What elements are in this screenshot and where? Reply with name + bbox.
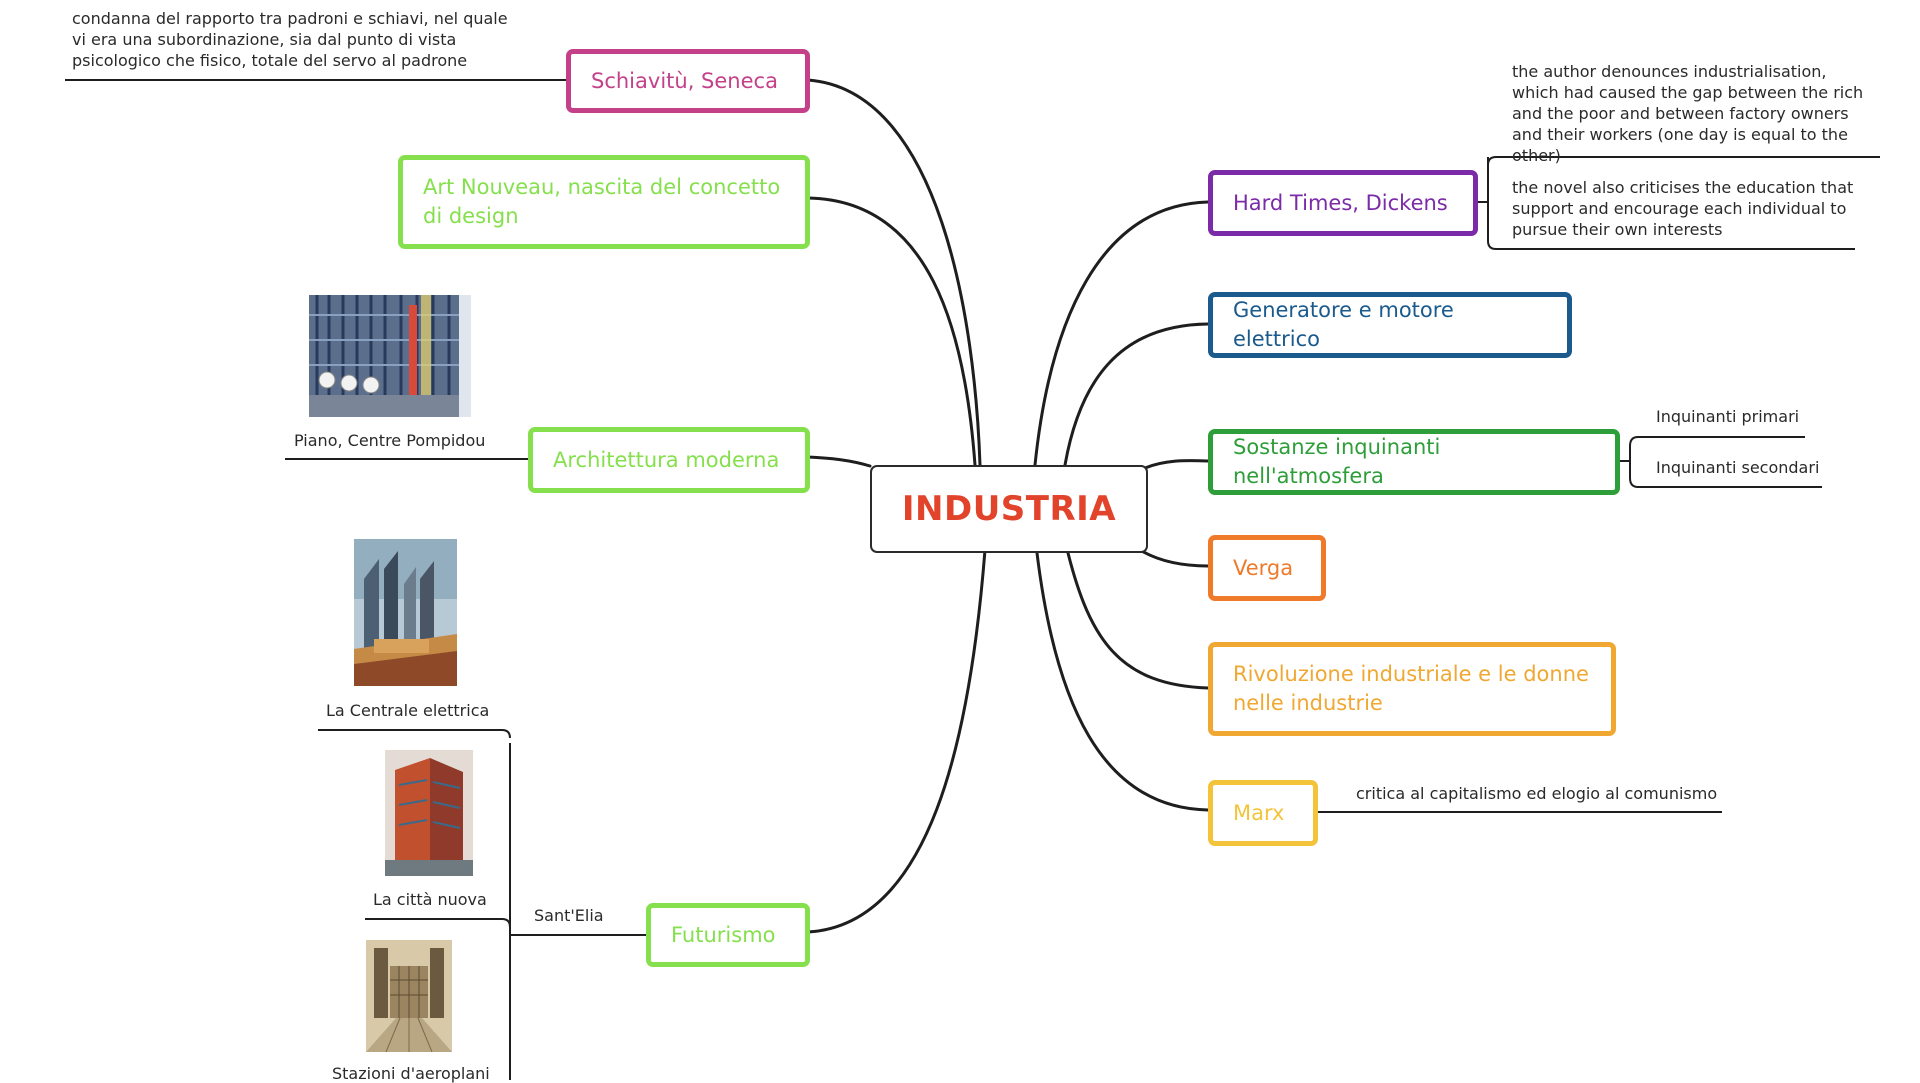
caption-stazioni-d-aeroplani: Stazioni d'aeroplani [332,1064,490,1083]
note-schiavitu: condanna del rapporto tra padroni e schi… [72,9,508,70]
connector-architettura [806,455,872,468]
topic-rivoluzione-industriale[interactable]: Rivoluzione industriale e le donne nelle… [1208,642,1616,736]
connector-marx [1035,551,1210,812]
bracket-hard-times [1478,156,1880,250]
bracket-sostanze [1620,436,1822,488]
image-la-citta-nuova [385,750,473,876]
topic-art-nouveau[interactable]: Art Nouveau, nascita del concetto di des… [398,155,810,249]
topic-label: Rivoluzione industriale e le donne nelle… [1233,662,1589,715]
central-topic-label: INDUSTRIA [901,489,1117,529]
subtopic-inquinanti-secondari: Inquinanti secondari [1656,458,1820,477]
note-marx: critica al capitalismo ed elogio al comu… [1356,784,1718,803]
caption-centre-pompidou: Piano, Centre Pompidou [294,431,486,450]
topic-marx[interactable]: Marx [1208,780,1318,846]
note-hard-times-industrialisation: the author denounces industrialisation, … [1512,62,1864,165]
topic-label: Hard Times, Dickens [1233,190,1448,215]
connector-schiavitu [806,78,982,467]
connector-verga [1138,548,1210,568]
topic-sostanze-inquinanti[interactable]: Sostanze inquinanti nell'atmosfera [1208,429,1620,495]
connector-generatore [1063,322,1210,467]
image-stazioni-d-aeroplani [366,940,452,1052]
subtopic-sant-elia: Sant'Elia [534,906,604,925]
topic-label: Marx [1233,800,1285,825]
topic-architettura-moderna[interactable]: Architettura moderna [528,427,810,493]
connector-rivoluzione [1066,551,1210,690]
topic-label: Generatore e motore elettrico [1233,298,1454,351]
image-centre-pompidou [309,295,471,417]
connector-futurismo [806,548,987,934]
caption-la-centrale-elettrica: La Centrale elettrica [326,701,490,720]
note-hard-times-education: the novel also criticises the education … [1512,178,1854,239]
topic-futurismo[interactable]: Futurismo [646,903,810,967]
topic-verga[interactable]: Verga [1208,535,1326,601]
topic-label: Architettura moderna [553,447,780,472]
topic-label: Futurismo [671,922,776,947]
topic-label: Sostanze inquinanti nell'atmosfera [1233,435,1441,488]
image-la-centrale-elettrica [354,539,457,686]
central-topic-industria[interactable]: INDUSTRIA [870,465,1148,553]
topic-label: Verga [1233,555,1294,580]
topic-generatore-motore-elettrico[interactable]: Generatore e motore elettrico [1208,292,1572,358]
topic-schiavitu-seneca[interactable]: Schiavitù, Seneca [566,49,810,113]
subtopic-inquinanti-primari: Inquinanti primari [1656,407,1800,426]
connector-sostanze [1143,459,1210,470]
connector-hard-times [1033,200,1210,467]
bracket-futurismo [318,729,511,1080]
connector-art-nouveau [806,196,977,467]
topic-label: Schiavitù, Seneca [591,68,778,93]
caption-la-citta-nuova: La città nuova [373,890,487,909]
topic-label: Art Nouveau, nascita del concetto di des… [423,175,781,228]
topic-hard-times-dickens[interactable]: Hard Times, Dickens [1208,170,1478,236]
